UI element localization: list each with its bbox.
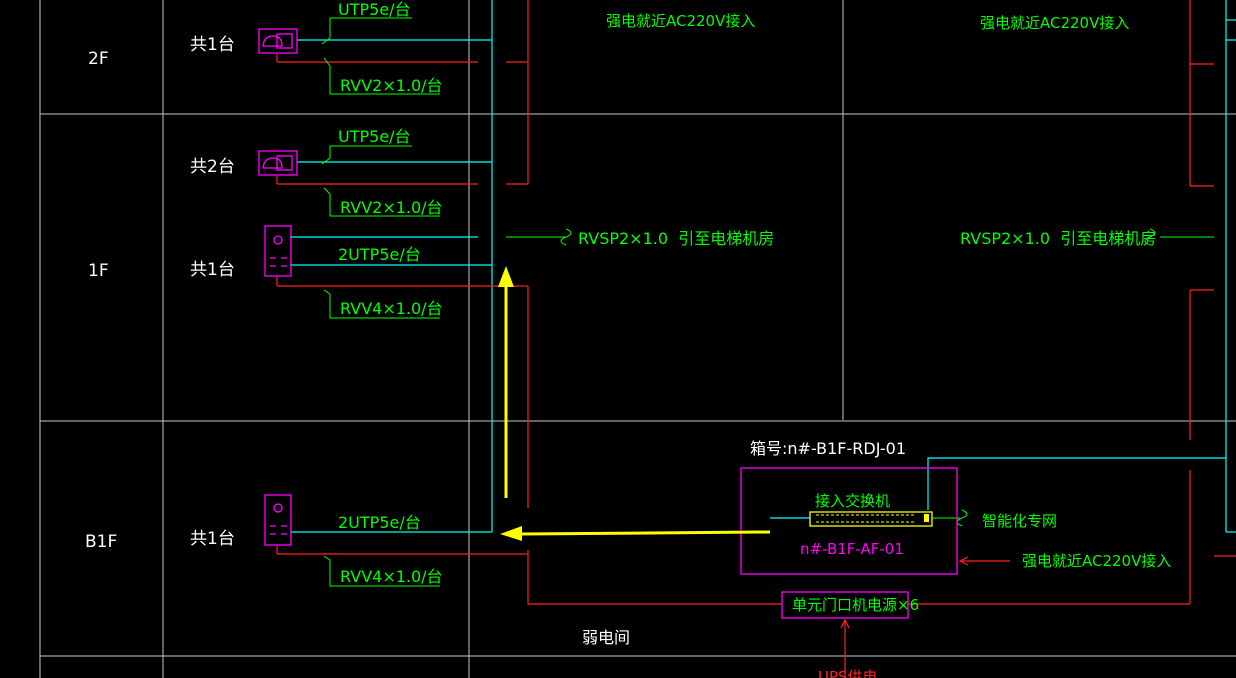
switch-icon [809, 511, 933, 527]
grid [39, 0, 1236, 678]
room-label: 弱电间 [582, 628, 630, 647]
floor-label-2f: 2F [88, 49, 109, 69]
cable-label: UTP5e/台 [338, 127, 411, 146]
elevator-cable-label: RVSP2×1.0 引至电梯机房 [960, 229, 1156, 248]
ups-label: UPS供电 [818, 668, 878, 678]
door-station-icon [264, 225, 292, 277]
arrow-left-icon [500, 526, 771, 541]
phone-icon [258, 150, 298, 176]
device-count-1f-door: 共1台 [190, 260, 235, 280]
elevator-cable-label: RVSP2×1.0 引至电梯机房 [578, 229, 774, 248]
network-label: 智能化专网 [982, 512, 1057, 530]
device-count-b1f: 共1台 [190, 529, 235, 549]
cabinet-box-number: 箱号:n#-B1F-RDJ-01 [750, 439, 906, 458]
cable-label: RVV4×1.0/台 [340, 567, 443, 586]
phone-icon [258, 28, 298, 54]
cabinet-box [740, 467, 958, 575]
data-cables [290, 0, 1236, 533]
floor-label-b1f: B1F [85, 532, 117, 552]
cable-label: 2UTP5e/台 [338, 513, 421, 532]
cable-label: RVV4×1.0/台 [340, 299, 443, 318]
door-power-box [781, 591, 909, 619]
switch-label: 接入交换机 [815, 492, 890, 510]
label-leaders [321, 17, 1214, 587]
cable-label: 2UTP5e/台 [338, 245, 421, 264]
device-count-1f-phone: 共2台 [190, 157, 235, 177]
floor-label-1f: 1F [88, 261, 109, 281]
door-station-icon [264, 494, 292, 546]
arrow-up-icon [498, 266, 514, 498]
switch-id: n#-B1F-AF-01 [800, 540, 904, 558]
cable-label: RVV2×1.0/台 [340, 198, 443, 217]
power-label: 强电就近AC220V接入 [980, 14, 1129, 32]
power-label: 强电就近AC220V接入 [1022, 552, 1171, 570]
device-count-2f: 共1台 [190, 35, 235, 55]
cable-label: RVV2×1.0/台 [340, 76, 443, 95]
door-power-label: 单元门口机电源×6 [792, 596, 919, 614]
cable-label: UTP5e/台 [338, 0, 411, 19]
power-label: 强电就近AC220V接入 [606, 12, 755, 30]
power-lines [276, 0, 1236, 678]
